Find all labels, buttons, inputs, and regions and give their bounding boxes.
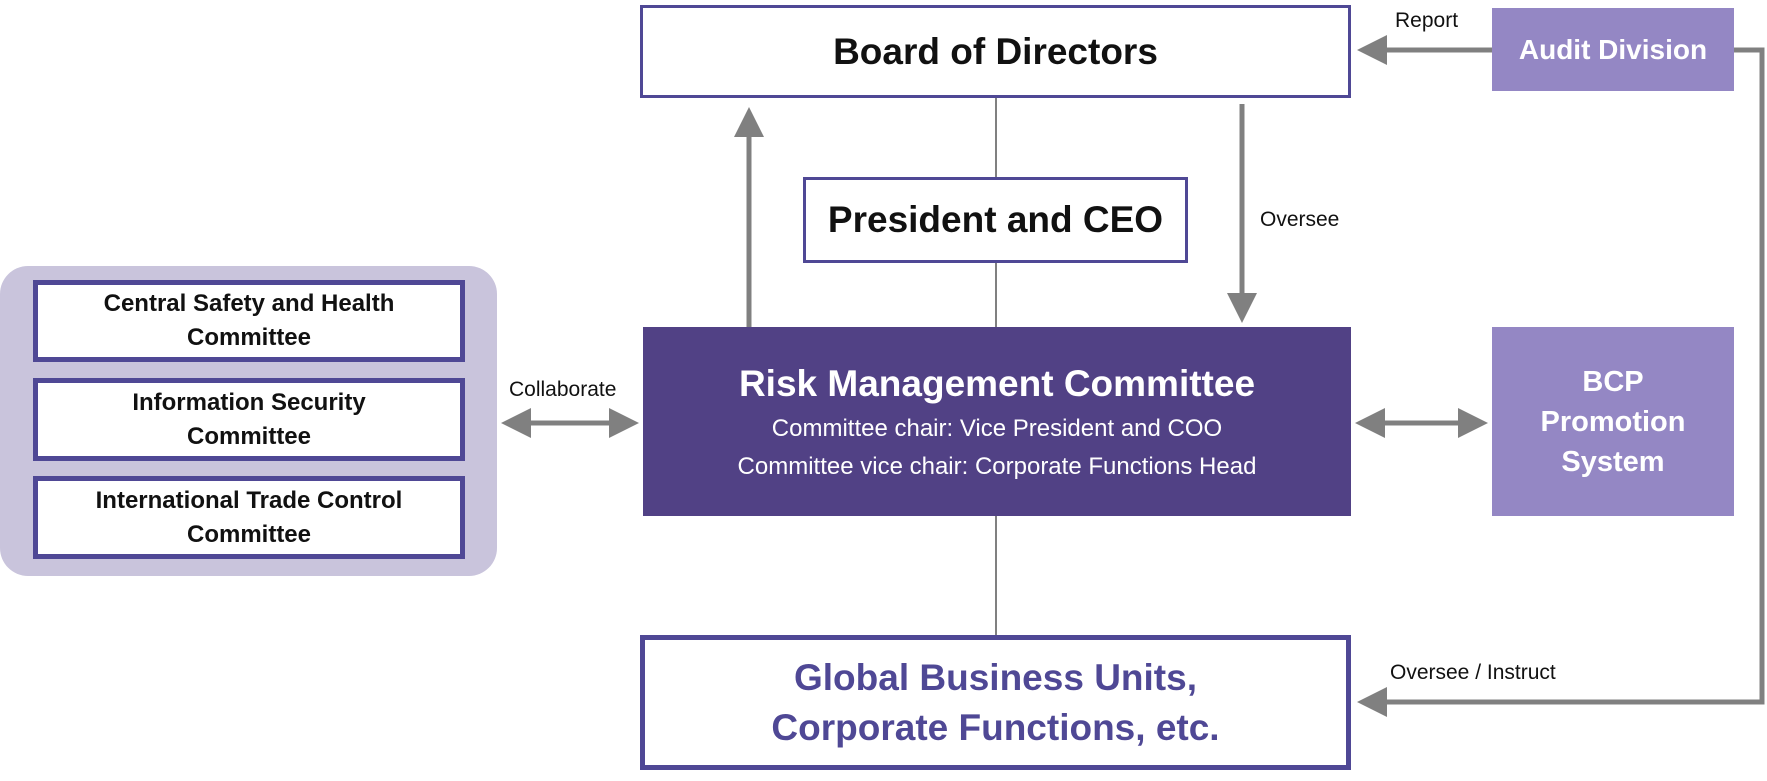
report-label: Report: [1395, 9, 1459, 32]
committee-line1: Information Security: [132, 388, 366, 416]
committee-line2: Committee: [186, 324, 312, 351]
committee-central-safety-health: Central Safety and Health Committee: [33, 280, 465, 362]
bcp-line2: Promotion: [1540, 405, 1686, 438]
board-title: Board of Directors: [833, 30, 1158, 72]
audit-oversee-line: [1357, 47, 1765, 717]
president-box: President and CEO: [803, 177, 1188, 263]
committees-group: Central Safety and Health Committee Info…: [0, 266, 497, 576]
collaborate-label: Collaborate: [509, 378, 617, 401]
bcp-line3: System: [1561, 445, 1665, 478]
board-of-directors-box: Board of Directors: [640, 5, 1351, 98]
bcp-line1: BCP: [1582, 365, 1644, 398]
committee-line1: Central Safety and Health: [103, 290, 395, 317]
oversee-label: Oversee: [1260, 208, 1340, 231]
global-line2: Corporate Functions, etc.: [771, 706, 1220, 748]
committee-line2: Committee: [186, 520, 312, 548]
committee-line1: International Trade Control: [95, 486, 403, 514]
audit-title: Audit Division: [1518, 33, 1708, 65]
global-business-units-box: Global Business Units, Corporate Functio…: [640, 635, 1351, 770]
risk-management-committee-box: Risk Management Committee Committee chai…: [643, 327, 1351, 516]
risk-chair: Committee chair: Vice President and COO: [771, 414, 1223, 442]
committee-information-security: Information Security Committee: [33, 378, 465, 461]
committee-international-trade-control: International Trade Control Committee: [33, 476, 465, 559]
global-line1: Global Business Units,: [794, 656, 1197, 698]
bcp-promotion-system-box: BCP Promotion System: [1492, 327, 1734, 516]
audit-division-box: Audit Division: [1492, 8, 1734, 91]
risk-vice-chair: Committee vice chair: Corporate Function…: [737, 452, 1257, 480]
president-title: President and CEO: [827, 199, 1164, 240]
committee-line2: Committee: [186, 422, 312, 450]
risk-title: Risk Management Committee: [738, 362, 1256, 404]
oversee-instruct-label: Oversee / Instruct: [1390, 661, 1556, 684]
